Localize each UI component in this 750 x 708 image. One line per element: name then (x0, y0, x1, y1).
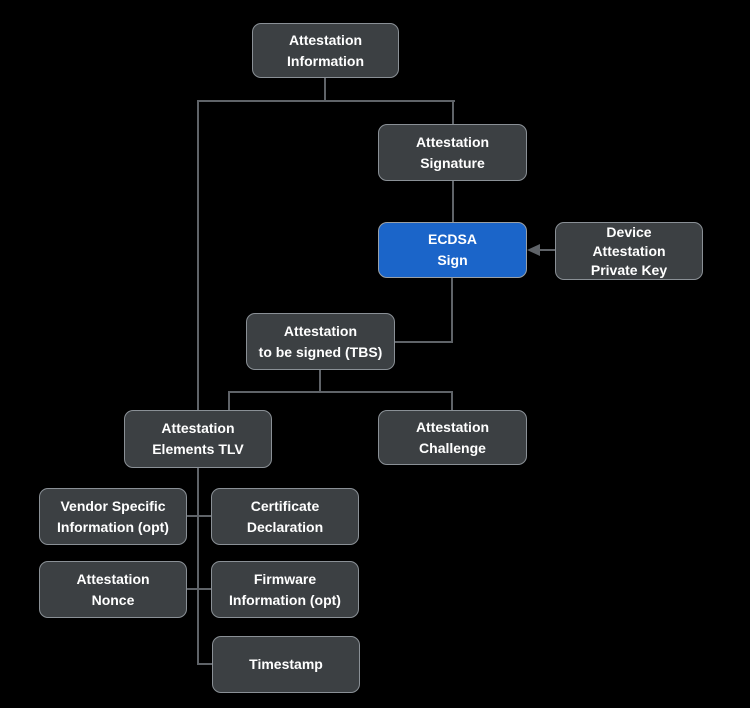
node-timestamp: Timestamp (212, 636, 360, 693)
node-device-attestation-private-key: Device Attestation Private Key (555, 222, 703, 280)
node-attestation-challenge: Attestation Challenge (378, 410, 527, 465)
connector-tbs-to-elements-tlv (228, 391, 230, 411)
connector-tbs-stem (319, 370, 321, 393)
node-attestation-to-be-signed-tbs: Attestation to be signed (TBS) (246, 313, 395, 370)
arrow-private-key-to-ecdsa-shaft (539, 249, 556, 251)
node-attestation-signature: Attestation Signature (378, 124, 527, 181)
connector-info-to-signature (452, 100, 454, 126)
connector-row-vendor-certificate (186, 515, 212, 517)
arrow-left-icon (527, 244, 540, 256)
connector-info-to-elements-tlv (197, 100, 199, 410)
node-certificate-declaration: Certificate Declaration (211, 488, 359, 545)
connector-ecdsa-to-tbs-v (451, 278, 453, 343)
connector-info-split (198, 100, 455, 102)
node-vendor-specific-information: Vendor Specific Information (opt) (39, 488, 187, 545)
node-attestation-information: Attestation Information (252, 23, 399, 78)
connector-ecdsa-to-tbs-h (395, 341, 453, 343)
connector-elements-trunk (197, 468, 199, 665)
node-attestation-nonce: Attestation Nonce (39, 561, 187, 618)
connector-signature-to-ecdsa (452, 181, 454, 223)
connector-trunk-to-timestamp (197, 663, 213, 665)
connector-info-stem (324, 78, 326, 102)
node-ecdsa-sign: ECDSA Sign (378, 222, 527, 278)
node-firmware-information: Firmware Information (opt) (211, 561, 359, 618)
connector-row-nonce-firmware (186, 588, 212, 590)
connector-tbs-to-challenge (451, 391, 453, 411)
node-attestation-elements-tlv: Attestation Elements TLV (124, 410, 272, 468)
connector-tbs-split (228, 391, 453, 393)
